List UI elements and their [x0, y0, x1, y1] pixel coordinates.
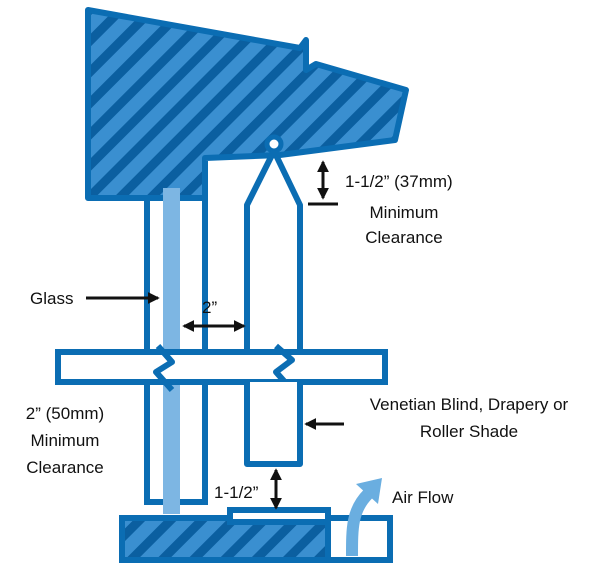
glass-label: Glass	[30, 289, 74, 308]
shade-head	[244, 149, 303, 352]
break-line-left	[153, 344, 175, 392]
top-clearance-word-label: Clearance	[365, 228, 443, 247]
side-clearance-word-label: Clearance	[26, 458, 104, 477]
side-clearance-label: 2” (50mm)	[25, 404, 105, 423]
bottom-sill-cap	[227, 507, 331, 525]
top-clearance-label: 1-1/2” (37mm)	[345, 172, 453, 191]
side-minimum-label: Minimum	[30, 431, 100, 450]
break-line-right	[273, 343, 295, 392]
air-flow-label: Air Flow	[392, 488, 454, 507]
glass-pane-lower	[163, 382, 180, 514]
sill-band	[55, 349, 388, 385]
shade-body-lower	[244, 382, 303, 467]
shade-label-line1: Venetian Blind, Drapery or	[369, 395, 569, 414]
glass-pane-upper	[163, 188, 180, 358]
shade-label-line2: Roller Shade	[419, 422, 519, 441]
gap-label: 2”	[202, 298, 218, 317]
air-flow-arrowhead	[356, 478, 382, 504]
shade-hook	[264, 134, 284, 154]
top-minimum-label: Minimum	[369, 203, 439, 222]
air-flow-arrow	[346, 489, 373, 557]
bottom-gap-label: 1-1/2”	[214, 483, 259, 502]
